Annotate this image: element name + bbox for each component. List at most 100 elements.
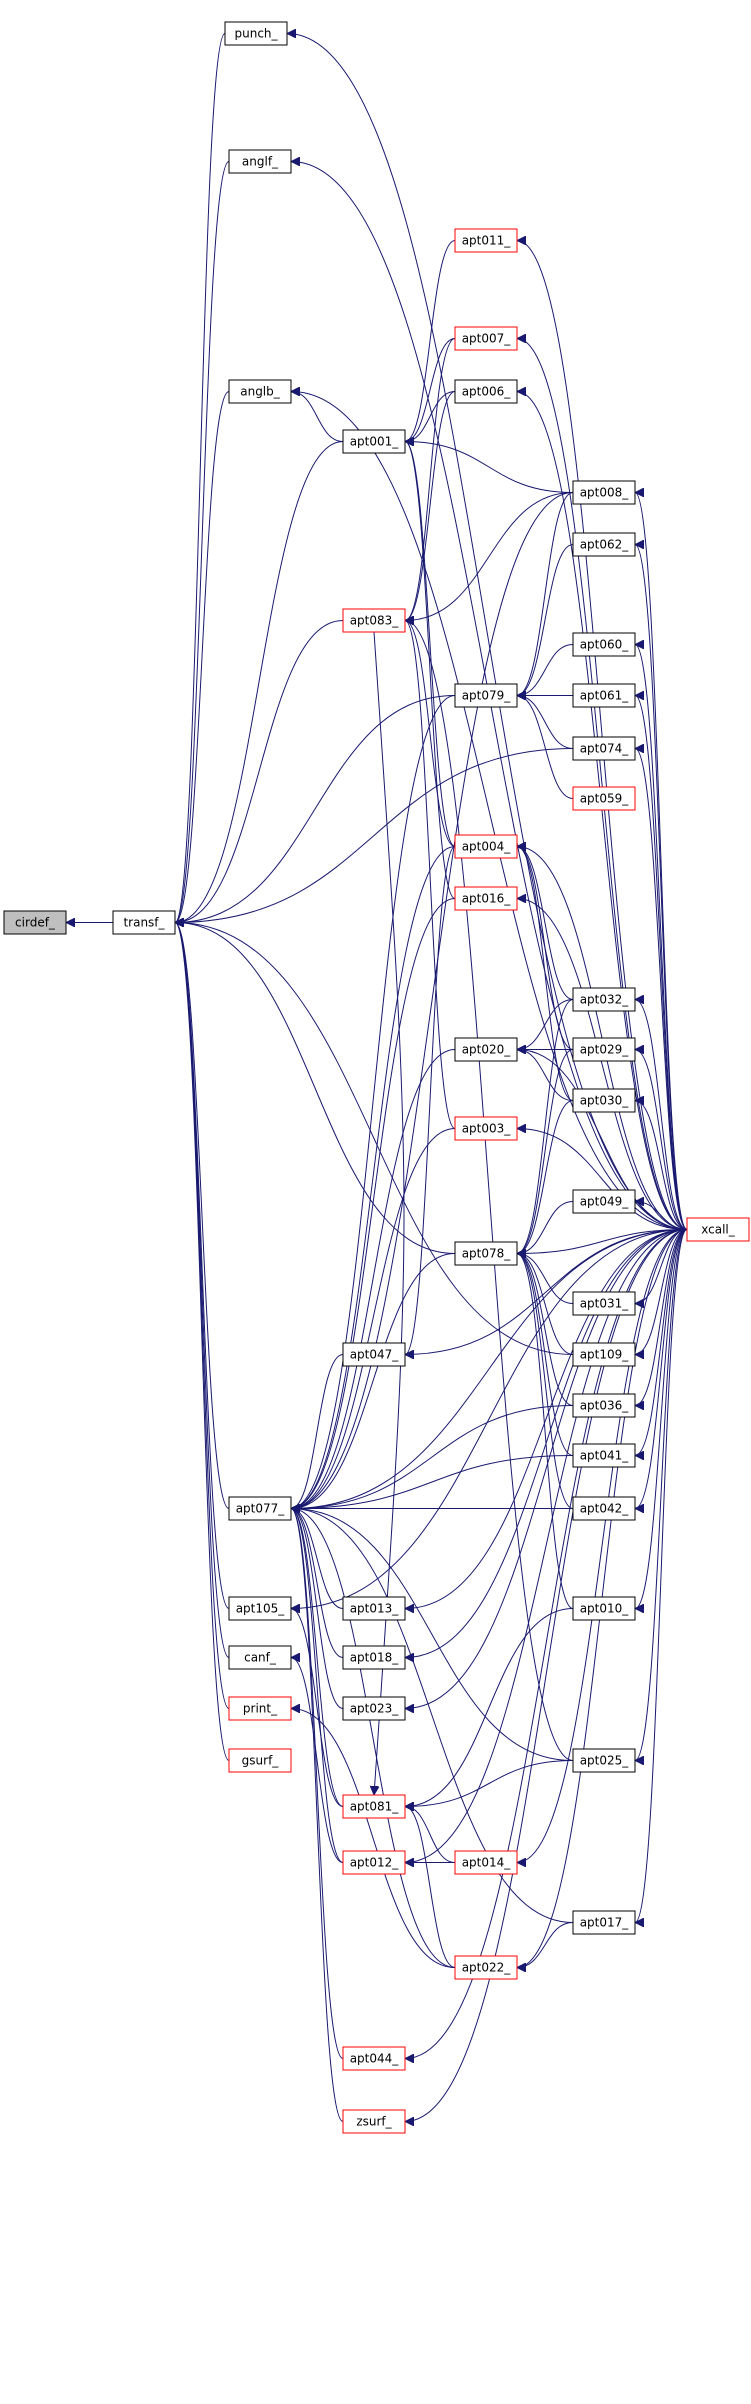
node-apt041[interactable]: apt041_ bbox=[572, 1443, 636, 1468]
node-apt078[interactable]: apt078_ bbox=[454, 1241, 518, 1266]
node-apt079[interactable]: apt079_ bbox=[454, 683, 518, 708]
node-apt017[interactable]: apt017_ bbox=[572, 1910, 636, 1935]
node-apt060[interactable]: apt060_ bbox=[572, 632, 636, 657]
node-apt074[interactable]: apt074_ bbox=[572, 736, 636, 761]
node-canf[interactable]: canf_ bbox=[228, 1645, 292, 1670]
node-box-apt081 bbox=[342, 1794, 406, 1819]
edge-apt004-to-apt030 bbox=[516, 847, 574, 1101]
node-label-apt083: apt083_ bbox=[350, 614, 400, 628]
node-label-apt036: apt036_ bbox=[580, 1399, 630, 1413]
node-apt049[interactable]: apt049_ bbox=[572, 1189, 636, 1214]
node-box-apt041 bbox=[572, 1443, 636, 1468]
node-apt031[interactable]: apt031_ bbox=[572, 1291, 636, 1316]
node-apt025[interactable]: apt025_ bbox=[572, 1748, 636, 1773]
node-box-apt011 bbox=[454, 228, 518, 253]
edge-apt083-to-apt006 bbox=[404, 391, 456, 621]
node-label-apt022: apt022_ bbox=[462, 1961, 512, 1975]
node-apt016[interactable]: apt016_ bbox=[454, 886, 518, 911]
node-label-print: print_ bbox=[243, 1702, 278, 1716]
node-box-cirdef bbox=[3, 910, 67, 935]
node-box-apt031 bbox=[572, 1291, 636, 1316]
node-apt042[interactable]: apt042_ bbox=[572, 1496, 636, 1521]
node-apt109[interactable]: apt109_ bbox=[572, 1342, 636, 1367]
edge-transf-to-canf bbox=[174, 923, 230, 1658]
edge-zsurf-to-xcall bbox=[405, 1229, 688, 2122]
edge-apt081-to-apt010 bbox=[405, 1608, 574, 1807]
node-apt008[interactable]: apt008_ bbox=[572, 480, 636, 505]
node-apt010[interactable]: apt010_ bbox=[572, 1596, 636, 1621]
node-apt083[interactable]: apt083_ bbox=[342, 608, 406, 633]
node-xcall[interactable]: xcall_ bbox=[686, 1217, 750, 1242]
edge-apt074-to-xcall bbox=[634, 749, 688, 1230]
node-apt030[interactable]: apt030_ bbox=[572, 1088, 636, 1113]
node-apt013[interactable]: apt013_ bbox=[342, 1596, 406, 1621]
node-label-apt079: apt079_ bbox=[462, 689, 512, 703]
edge-apt083-to-apt007 bbox=[404, 338, 456, 621]
node-apt036[interactable]: apt036_ bbox=[572, 1393, 636, 1418]
nodes-layer: cirdef_transf_punch_anglf_anglb_apt001_a… bbox=[3, 21, 750, 2134]
node-label-apt025: apt025_ bbox=[580, 1754, 630, 1768]
node-apt077[interactable]: apt077_ bbox=[228, 1496, 292, 1521]
node-box-apt006 bbox=[454, 379, 518, 404]
node-box-apt025 bbox=[572, 1748, 636, 1773]
node-apt029[interactable]: apt029_ bbox=[572, 1037, 636, 1062]
node-apt004[interactable]: apt004_ bbox=[454, 834, 518, 859]
node-anglf[interactable]: anglf_ bbox=[228, 149, 292, 174]
edge-apt077-to-apt025 bbox=[291, 1509, 574, 1761]
node-label-apt062: apt062_ bbox=[580, 538, 630, 552]
node-apt022[interactable]: apt022_ bbox=[454, 1955, 518, 1980]
node-anglb[interactable]: anglb_ bbox=[228, 379, 292, 404]
edge-apt008-to-xcall bbox=[634, 493, 688, 1230]
node-apt014[interactable]: apt014_ bbox=[454, 1850, 518, 1875]
node-box-apt003 bbox=[454, 1116, 518, 1141]
node-apt047[interactable]: apt047_ bbox=[342, 1342, 406, 1367]
node-gsurf[interactable]: gsurf_ bbox=[228, 1748, 292, 1773]
node-apt062[interactable]: apt062_ bbox=[572, 532, 636, 557]
node-apt020[interactable]: apt020_ bbox=[454, 1037, 518, 1062]
node-apt023[interactable]: apt023_ bbox=[342, 1696, 406, 1721]
node-apt007[interactable]: apt007_ bbox=[454, 326, 518, 351]
node-print[interactable]: print_ bbox=[228, 1696, 292, 1721]
node-apt032[interactable]: apt032_ bbox=[572, 987, 636, 1012]
node-apt003[interactable]: apt003_ bbox=[454, 1116, 518, 1141]
edge-apt078-to-apt032 bbox=[516, 999, 574, 1254]
node-box-apt013 bbox=[342, 1596, 406, 1621]
edge-apt078-to-apt029 bbox=[516, 1049, 574, 1254]
node-box-apt017 bbox=[572, 1910, 636, 1935]
edge-apt003-to-xcall bbox=[517, 1129, 688, 1230]
node-box-print bbox=[228, 1696, 292, 1721]
edge-apt077-to-apt047 bbox=[290, 1354, 344, 1509]
node-apt081[interactable]: apt081_ bbox=[342, 1794, 406, 1819]
edge-transf-to-apt077 bbox=[174, 923, 230, 1509]
node-box-apt078 bbox=[454, 1241, 518, 1266]
edge-apt105-to-xcall bbox=[291, 1229, 688, 1609]
node-label-apt014: apt014_ bbox=[462, 1856, 512, 1870]
node-transf[interactable]: transf_ bbox=[112, 910, 176, 935]
node-box-transf bbox=[112, 910, 176, 935]
node-apt061[interactable]: apt061_ bbox=[572, 683, 636, 708]
node-apt105[interactable]: apt105_ bbox=[228, 1596, 292, 1621]
node-label-apt004: apt004_ bbox=[462, 840, 512, 854]
node-label-apt006: apt006_ bbox=[462, 385, 512, 399]
node-zsurf[interactable]: zsurf_ bbox=[342, 2109, 406, 2134]
edge-apt079-to-apt008 bbox=[516, 492, 574, 696]
node-cirdef[interactable]: cirdef_ bbox=[3, 910, 67, 935]
edge-apt078-to-xcall bbox=[517, 1229, 688, 1254]
node-label-apt044: apt044_ bbox=[350, 2052, 400, 2066]
edge-transf-to-apt001 bbox=[175, 441, 344, 923]
node-apt059[interactable]: apt059_ bbox=[572, 786, 636, 811]
node-apt006[interactable]: apt006_ bbox=[454, 379, 518, 404]
node-apt001[interactable]: apt001_ bbox=[342, 429, 406, 454]
node-apt044[interactable]: apt044_ bbox=[342, 2046, 406, 2071]
node-apt011[interactable]: apt011_ bbox=[454, 228, 518, 253]
node-box-apt059 bbox=[572, 786, 636, 811]
edge-apt041-to-xcall bbox=[634, 1229, 688, 1456]
edge-transf-to-apt079 bbox=[175, 695, 456, 923]
node-punch[interactable]: punch_ bbox=[224, 21, 288, 46]
node-apt018[interactable]: apt018_ bbox=[342, 1645, 406, 1670]
node-label-apt041: apt041_ bbox=[580, 1449, 630, 1463]
node-box-apt004 bbox=[454, 834, 518, 859]
node-apt012[interactable]: apt012_ bbox=[342, 1850, 406, 1875]
edge-apt078-to-apt010 bbox=[516, 1254, 574, 1609]
